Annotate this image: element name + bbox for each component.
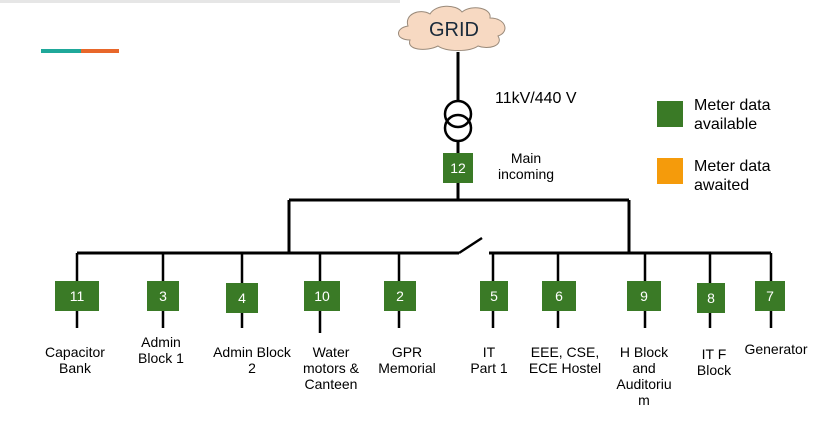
feeder-meter-box: 6 bbox=[542, 281, 576, 311]
meter-number: 8 bbox=[707, 290, 715, 306]
feeder-lines bbox=[75, 253, 773, 333]
feeder-label: H Block and Auditoriu m bbox=[616, 344, 672, 408]
accent-bar-orange bbox=[81, 49, 119, 53]
feeder-label: IT F Block bbox=[696, 346, 732, 378]
legend-swatch-awaited bbox=[657, 158, 683, 184]
meter-number: 4 bbox=[238, 290, 246, 306]
legend-swatch-available bbox=[657, 101, 683, 127]
meter-number: 2 bbox=[396, 288, 404, 304]
meter-number: 7 bbox=[766, 288, 774, 304]
main-incoming-label: Main incoming bbox=[497, 150, 555, 182]
transformer-icon bbox=[443, 99, 473, 143]
meter-number: 11 bbox=[69, 288, 85, 304]
feeder-label: Water motors & Canteen bbox=[302, 344, 359, 392]
transformer-rating-label: 11kV/440 V bbox=[495, 90, 577, 107]
feeder-meter-box: 3 bbox=[147, 281, 179, 311]
feeder-label: EEE, CSE, ECE Hostel bbox=[528, 344, 602, 376]
feeder-label: Admin Block 1 bbox=[138, 334, 184, 366]
feeder-meter-box: 8 bbox=[697, 283, 725, 313]
feeder-label: Generator bbox=[744, 341, 808, 357]
meter-number: 3 bbox=[159, 288, 167, 304]
feeder-label: IT Part 1 bbox=[470, 344, 508, 376]
meter-12-box: 12 bbox=[443, 153, 473, 183]
feeder-meter-box: 7 bbox=[755, 281, 785, 311]
accent-bar-teal bbox=[41, 49, 81, 53]
feeder-meter-box: 2 bbox=[384, 281, 416, 311]
feeder-meter-box: 11 bbox=[55, 281, 99, 311]
feeder-label: Capacitor Bank bbox=[45, 344, 105, 376]
meter-number: 5 bbox=[490, 288, 498, 304]
legend-text-awaited: Meter data awaited bbox=[694, 158, 771, 194]
meter-number: 6 bbox=[555, 288, 563, 304]
feeder-meter-box: 10 bbox=[304, 281, 340, 311]
grid-cloud-icon bbox=[398, 5, 506, 51]
meter-number: 9 bbox=[640, 288, 648, 304]
grid-label: GRID bbox=[429, 19, 479, 41]
legend-text-available: Meter data available bbox=[694, 97, 771, 133]
feeder-meter-box: 4 bbox=[226, 283, 258, 313]
top-header-remnant bbox=[0, 0, 400, 3]
meter-number: 12 bbox=[450, 160, 466, 176]
feeder-label: GPR Memorial bbox=[378, 344, 436, 376]
bus-coupler-switch bbox=[458, 236, 483, 255]
feeder-meter-box: 5 bbox=[480, 281, 508, 311]
feeder-meter-box: 9 bbox=[627, 281, 661, 311]
feeder-label: Admin Block 2 bbox=[213, 344, 291, 376]
meter-number: 10 bbox=[314, 288, 330, 304]
